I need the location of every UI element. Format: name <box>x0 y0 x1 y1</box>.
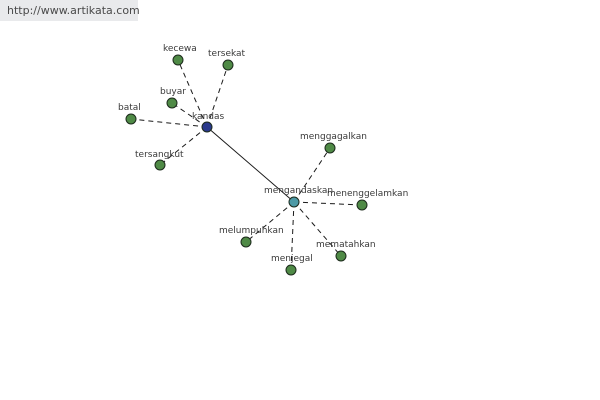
edge-mengandaskan-menjegal <box>290 201 295 271</box>
node-tersangkut[interactable] <box>154 159 166 171</box>
edge-mengandaskan-menggagalkan <box>293 147 331 203</box>
edge-mengandaskan-melumpuhkan <box>245 201 295 243</box>
node-menggagalkan[interactable] <box>324 142 336 154</box>
nodes-layer <box>125 54 368 276</box>
edge-kandas-mengandaskan <box>206 126 295 203</box>
node-mengandaskan[interactable] <box>288 196 300 208</box>
source-url[interactable]: http://www.artikata.com <box>0 0 140 21</box>
node-label-batal[interactable]: batal <box>118 103 141 113</box>
node-melumpuhkan[interactable] <box>240 236 252 248</box>
node-kandas[interactable] <box>201 121 213 133</box>
edges-layer <box>130 59 363 271</box>
edge-kandas-kecewa <box>177 59 208 128</box>
node-label-mematahkan[interactable]: mematahkan <box>316 240 376 250</box>
node-label-tersekat[interactable]: tersekat <box>208 49 246 59</box>
node-tersekat[interactable] <box>222 59 234 71</box>
labels-layer: kandas mengandaskan kecewa tersekat buyar bat… <box>118 44 408 264</box>
node-batal[interactable] <box>125 113 137 125</box>
node-menjegal[interactable] <box>285 264 297 276</box>
node-label-menjegal[interactable]: menjegal <box>271 254 313 264</box>
edge-mengandaskan-mematahkan <box>293 201 342 257</box>
node-kecewa[interactable] <box>172 54 184 66</box>
node-buyar[interactable] <box>166 97 178 109</box>
edge-kandas-batal <box>130 118 208 128</box>
node-label-buyar[interactable]: buyar <box>160 87 186 97</box>
edge-mengandaskan-menenggelamkan <box>293 201 363 206</box>
node-label-tersangkut[interactable]: tersangkut <box>135 150 184 160</box>
edge-kandas-tersekat <box>206 64 229 128</box>
node-label-melumpuhkan[interactable]: melumpuhkan <box>219 226 284 236</box>
node-label-menenggelamkan[interactable]: menenggelamkan <box>327 189 408 199</box>
node-label-kandas[interactable]: kandas <box>192 112 225 122</box>
node-label-kecewa[interactable]: kecewa <box>163 44 197 54</box>
node-label-menggagalkan[interactable]: menggagalkan <box>300 132 367 142</box>
edge-kandas-buyar <box>171 102 208 128</box>
node-menenggelamkan[interactable] <box>356 199 368 211</box>
node-label-mengandaskan[interactable]: mengandaskan <box>264 186 333 196</box>
edge-kandas-tersangkut <box>159 126 208 166</box>
node-mematahkan[interactable] <box>335 250 347 262</box>
